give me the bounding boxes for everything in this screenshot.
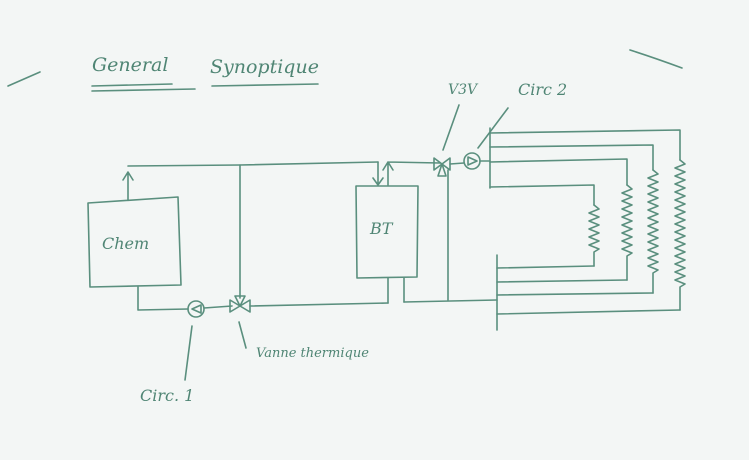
pump2-arrow — [467, 156, 478, 166]
tank-label: BT — [370, 219, 393, 238]
pump1-label: Circ. 1 — [140, 386, 195, 405]
title-synoptique: Synoptique — [210, 56, 319, 78]
title-underline — [91, 83, 196, 92]
radiator-2 — [621, 184, 633, 281]
v3v-leader — [442, 104, 460, 151]
radiator-supply-lines — [489, 129, 681, 206]
thermal-valve-icon — [229, 295, 251, 313]
radiator-3 — [647, 169, 659, 294]
stray-stroke — [629, 49, 683, 69]
boiler-label: Chem — [102, 234, 150, 253]
tank-outlets — [387, 277, 405, 304]
tank-box — [355, 185, 419, 279]
return-pipe — [403, 299, 498, 303]
radiator-4 — [674, 159, 686, 311]
pump1-arrow — [191, 304, 202, 314]
supply-pipe — [127, 161, 379, 167]
radiator-return-lines — [496, 265, 681, 315]
boiler-box — [87, 196, 182, 288]
title-underline — [211, 83, 319, 87]
pipe — [449, 162, 465, 165]
pump2-leader — [477, 107, 509, 149]
stray-stroke — [7, 71, 41, 87]
flow-arrow-up — [382, 161, 441, 186]
flow-arrow-up — [122, 171, 134, 201]
pump2-label: Circ 2 — [518, 80, 568, 99]
pump1-icon — [187, 300, 205, 318]
radiator-1 — [588, 204, 600, 267]
flow-arrow-down — [372, 161, 384, 186]
title-general: General — [92, 54, 169, 76]
thermal-valve-label: Vanne thermique — [256, 346, 369, 361]
pump1-leader — [184, 325, 193, 381]
thermal-valve-leader — [238, 321, 247, 349]
return-pipe — [137, 286, 389, 311]
v3v-label: V3V — [448, 82, 478, 98]
